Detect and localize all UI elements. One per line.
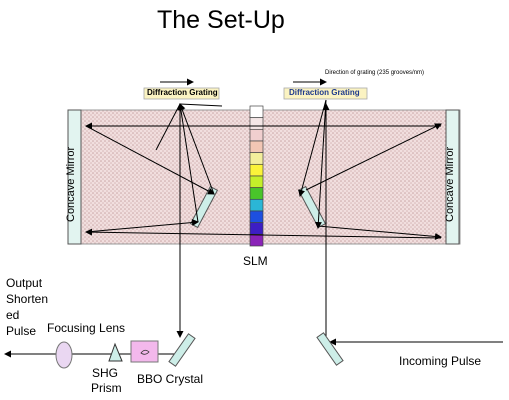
concave-mirror-left: [67, 109, 82, 245]
output-label-line4: Pulse: [6, 324, 37, 338]
grating-left-box: [143, 87, 220, 100]
focusing-lens: [55, 341, 73, 369]
focusing-lens-label: Focusing Lens: [47, 321, 126, 335]
beam-right-fan-1: [298, 99, 327, 197]
output-label-line3: ed: [6, 308, 20, 322]
beam-right-fan-2: [314, 99, 327, 229]
bbo-crystal: [130, 340, 159, 363]
beam-left-upper-to-grating: [85, 125, 215, 195]
output-fold-mirror: [168, 333, 196, 367]
slm-cell: [249, 222, 264, 235]
shg-label-line2: Prism: [91, 381, 122, 395]
beam-left-fan-4: [155, 103, 181, 151]
grating-right-label: Diffraction Grating: [289, 88, 360, 97]
slm-array: [249, 105, 264, 247]
bbo-label: BBO Crystal: [137, 372, 204, 386]
grating-right-box: [283, 87, 368, 100]
slm-cell: [249, 105, 264, 119]
slm-cell: [249, 128, 264, 142]
slm-cell: [249, 210, 264, 224]
output-label-line1: Output: [6, 276, 43, 290]
page-title: The Set-Up: [157, 6, 285, 34]
slm-cell: [249, 175, 264, 189]
slm-cell: [249, 117, 264, 130]
incoming-pulse-label: Incoming Pulse: [399, 354, 482, 368]
shg-label-line1: SHG: [92, 366, 119, 380]
stretcher-box: [67, 109, 461, 245]
beam-left-fan-2: [177, 103, 199, 223]
slm-label: SLM: [243, 254, 268, 268]
concave-mirror-right-label: Concave Mirror: [444, 146, 456, 222]
beam-paths: [4, 99, 503, 358]
beam-left-lower-to-grating: [85, 219, 199, 233]
grating-direction-note: Direction of grating (235 grooves/nm): [325, 70, 425, 76]
concave-mirror-left-label: Concave Mirror: [65, 146, 77, 222]
slm-cell: [249, 233, 264, 247]
grating-left-label: Diffraction Grating: [147, 88, 218, 97]
slm-cell: [249, 187, 264, 200]
bbo-crystal-mark: [140, 349, 150, 355]
beam-bottom-relay: [85, 228, 442, 239]
beam-right-lower-to-mirror: [317, 225, 442, 240]
beam-left-fan-1: [178, 103, 215, 195]
shg-prism: [108, 342, 123, 362]
slm-cell: [249, 163, 264, 177]
output-label-line2: Shorten: [6, 292, 49, 306]
concave-mirror-right: [445, 109, 460, 245]
slm-cell: [249, 140, 264, 154]
slm-cell: [249, 198, 264, 212]
beam-left-fan-3: [179, 103, 223, 107]
beam-right-upper-to-mirror: [305, 123, 442, 191]
input-fold-mirror: [316, 332, 344, 366]
slm-cell: [249, 152, 264, 165]
